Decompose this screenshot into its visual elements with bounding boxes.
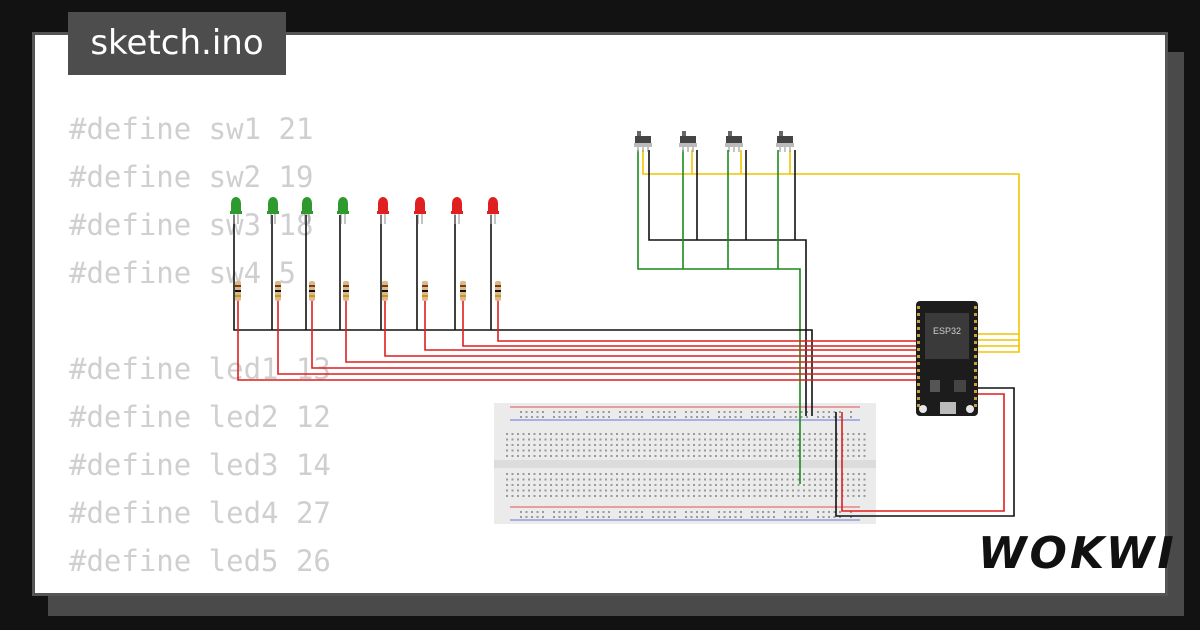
code-line: #define led3 14 [69, 448, 331, 482]
resistor [495, 281, 501, 301]
esp32-label: ESP32 [933, 326, 961, 336]
code-line: #define sw1 21 [69, 112, 314, 146]
resistor [343, 281, 349, 301]
code-line: #define sw4 5 [69, 256, 296, 290]
code-line: #define led4 27 [69, 496, 331, 530]
code-line: #define led6 25 [69, 585, 331, 593]
led-icon [230, 197, 242, 224]
wokwi-logo: WOKWI [978, 528, 1177, 579]
slide-switch-icon [776, 131, 794, 152]
led-icon [337, 197, 349, 224]
led-icon [301, 197, 313, 224]
led-icon [451, 197, 463, 224]
led-icon [487, 197, 499, 224]
resistor [460, 281, 466, 301]
resistor [382, 281, 388, 301]
code-line: #define led5 26 [69, 544, 331, 578]
breadboard [494, 403, 876, 524]
slide-switch-icon [679, 131, 697, 152]
code-line: #define sw2 19 [69, 160, 314, 194]
resistor [235, 281, 241, 301]
resistor [275, 281, 281, 301]
led-icon [377, 197, 389, 224]
resistors [235, 281, 501, 301]
slide-switch-icon [725, 131, 743, 152]
led-icon [414, 197, 426, 224]
file-tab[interactable]: sketch.ino [68, 12, 286, 75]
leds [230, 197, 499, 224]
led-icon [267, 197, 279, 224]
wires [233, 150, 1020, 517]
resistor [309, 281, 315, 301]
code-editor: #define sw1 21#define sw2 19#define sw3 … [69, 105, 331, 593]
slide-switch-icon [634, 131, 652, 152]
resistor [422, 281, 428, 301]
slide-switches [634, 131, 794, 152]
code-line: #define led2 12 [69, 400, 331, 434]
esp32-board: ESP32 [916, 301, 978, 416]
preview-card: #define sw1 21#define sw2 19#define sw3 … [32, 32, 1168, 596]
